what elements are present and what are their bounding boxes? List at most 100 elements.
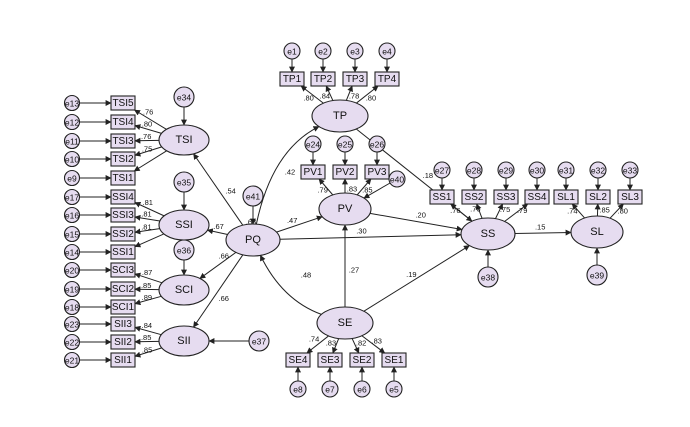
indicator-label-sci3: SCI3: [112, 265, 135, 276]
latent-label-se: SE: [338, 317, 353, 329]
error-label-e30: e30: [530, 166, 544, 176]
error-label-e20: e20: [65, 266, 79, 276]
coefficient-pq_pv: .47: [287, 216, 297, 225]
coefficient-tp2: .84: [320, 92, 330, 101]
indicator-label-se2: SE2: [353, 355, 372, 366]
coefficient-se2: .82: [356, 338, 366, 347]
coefficient-ss3: .75: [500, 205, 510, 214]
coefficient-sl1: .74: [567, 206, 577, 215]
indicator-label-tp1: TP1: [283, 74, 302, 85]
error-label-e13: e13: [65, 99, 79, 109]
indicator-label-ss2: SS2: [465, 192, 484, 203]
coefficient-se1: .83: [372, 336, 382, 345]
indicator-label-sl3: SL3: [621, 192, 639, 203]
coefficient-ssi2: .81: [141, 223, 151, 232]
indicator-label-tsi5: TSI5: [112, 98, 134, 109]
indicator-label-pv2: PV2: [336, 167, 355, 178]
coefficient-se4: .74: [309, 335, 319, 344]
indicator-label-pv3: PV3: [368, 167, 387, 178]
error-label-e1: e1: [287, 47, 297, 57]
error-label-e39: e39: [590, 271, 604, 281]
coefficient-tsi4: .80: [142, 119, 152, 128]
coefficient-sii3: .84: [142, 321, 152, 330]
error-label-e3: e3: [350, 47, 360, 57]
coefficient-ssi3: .81: [141, 210, 151, 219]
coefficient-se_pq: .48: [301, 271, 311, 280]
coefficient-tsi5: .76: [143, 107, 153, 116]
coefficient-ss1: .76: [450, 206, 460, 215]
coefficient-tp_ss: .18: [423, 171, 433, 180]
error-label-e17: e17: [65, 193, 79, 203]
error-label-e36: e36: [177, 246, 191, 256]
indicator-label-ss4: SS4: [528, 192, 547, 203]
coefficient-pq_ss: .30: [356, 227, 366, 236]
indicator-label-tsi4: TSI4: [112, 117, 134, 128]
indicator-label-sci2: SCI2: [112, 284, 135, 295]
coefficient-pq-r2: .63: [246, 218, 256, 227]
indicator-label-ss3: SS3: [497, 192, 516, 203]
indicator-label-ssi1: SSI1: [112, 247, 134, 258]
coefficient-tp4: .80: [366, 93, 376, 102]
coefficient-sci3: .87: [142, 268, 152, 277]
loading-ssi1: [135, 234, 164, 247]
path-pq-ss: [280, 235, 461, 240]
error-label-e28: e28: [467, 166, 481, 176]
coefficient-pq_sii: .66: [218, 294, 228, 303]
indicator-label-tp3: TP3: [346, 74, 365, 85]
latent-label-pv: PV: [338, 203, 353, 215]
error-label-e34: e34: [177, 93, 191, 103]
error-label-e8: e8: [293, 385, 303, 395]
error-label-e37: e37: [252, 337, 266, 347]
error-label-e33: e33: [623, 166, 637, 176]
error-label-e4: e4: [382, 47, 392, 57]
coefficient-sci1: .89: [142, 293, 152, 302]
indicator-label-tsi3: TSI3: [112, 136, 134, 147]
latent-label-ssi: SSI: [175, 219, 193, 231]
error-label-e27: e27: [435, 166, 449, 176]
coefficient-pq_ssi: .67: [213, 222, 223, 231]
path-se-ss: [364, 246, 469, 312]
coefficient-tsi3: .76: [141, 132, 151, 141]
error-label-e16: e16: [65, 211, 79, 221]
error-label-e6: e6: [357, 385, 367, 395]
indicator-label-sii1: SII1: [114, 355, 132, 366]
coefficient-se_ss: .19: [406, 270, 416, 279]
coefficient-pv3: .85: [362, 186, 372, 195]
coefficient-sl2: .85: [599, 206, 609, 215]
indicator-label-se1: SE1: [385, 355, 404, 366]
error-label-e31: e31: [559, 166, 573, 176]
coefficient-tsi2: .75: [142, 144, 152, 153]
path-ss-sl: [515, 232, 571, 233]
coefficient-pq_tsi: .54: [225, 187, 235, 196]
error-label-e24: e24: [306, 140, 320, 150]
error-label-e15: e15: [65, 230, 79, 240]
latent-label-sii: SII: [177, 335, 190, 347]
coefficient-tp1: .80: [303, 94, 313, 103]
indicator-label-pv1: PV1: [304, 167, 323, 178]
error-label-e41: e41: [246, 192, 260, 202]
coefficient-sci2: .85: [141, 281, 151, 290]
coefficient-sii2: .85: [141, 333, 151, 342]
indicator-label-sci1: SCI1: [112, 302, 135, 313]
latent-label-ss: SS: [481, 228, 496, 240]
error-label-e2: e2: [318, 47, 328, 57]
indicator-label-sii2: SII2: [114, 337, 132, 348]
coefficient-se3: .83: [326, 338, 336, 347]
error-label-e7: e7: [325, 385, 335, 395]
error-label-e12: e12: [65, 118, 79, 128]
indicator-label-sii3: SII3: [114, 319, 132, 330]
error-label-e26: e26: [370, 140, 384, 150]
coefficient-ssi4: .81: [143, 198, 153, 207]
error-label-e19: e19: [65, 285, 79, 295]
error-label-e25: e25: [338, 140, 352, 150]
error-label-e22: e22: [65, 338, 79, 348]
indicator-label-sl2: SL2: [589, 192, 607, 203]
coefficient-ss2: .76: [470, 205, 480, 214]
coefficient-pv2: .83: [347, 184, 357, 193]
indicator-label-tsi2: TSI2: [112, 154, 134, 165]
error-label-e10: e10: [65, 155, 79, 165]
latent-label-sci: SCI: [175, 284, 193, 296]
latent-label-pq: PQ: [245, 234, 261, 246]
indicator-label-tsi1: TSI1: [112, 173, 134, 184]
